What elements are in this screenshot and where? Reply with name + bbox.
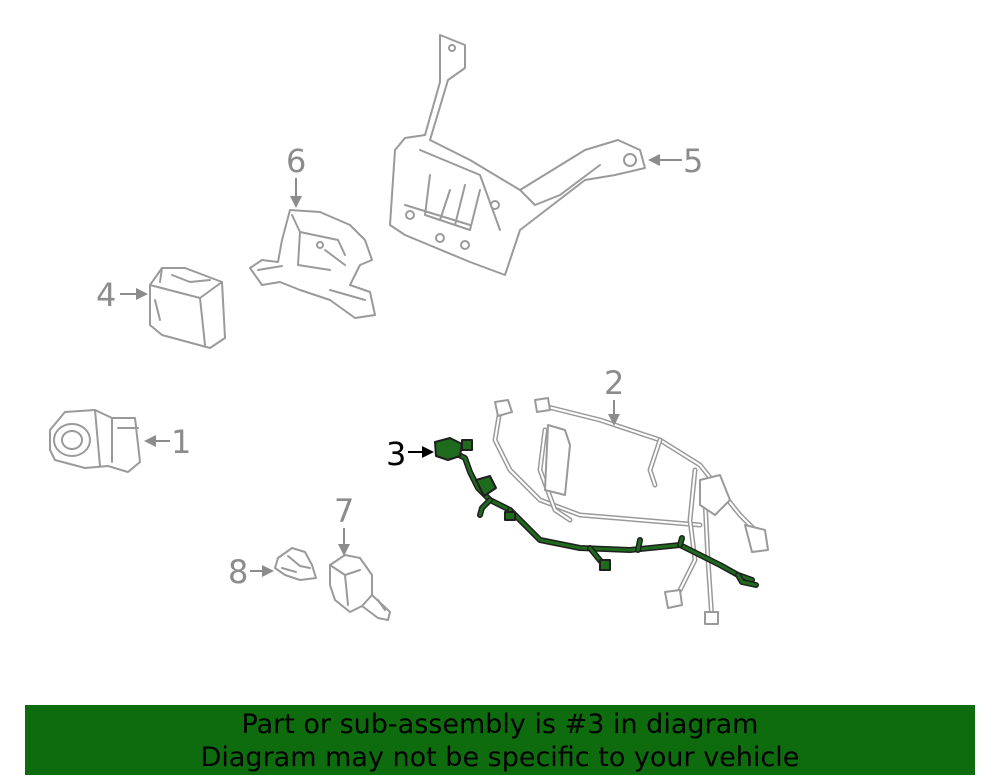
callout-7: 7 — [334, 492, 354, 556]
callout-6-label: 6 — [286, 142, 306, 180]
part-2-main-harness[interactable] — [492, 397, 769, 625]
parts-diagram: 5 6 4 1 — [49, 34, 769, 625]
callout-4: 4 — [96, 276, 148, 314]
callout-3: 3 — [386, 435, 434, 473]
info-banner: Part or sub-assembly is #3 in diagram Di… — [25, 705, 975, 775]
part-6-module[interactable] — [249, 209, 376, 319]
part-5-bracket[interactable] — [389, 34, 646, 276]
callout-8: 8 — [228, 553, 274, 591]
callout-1-label: 1 — [171, 423, 191, 461]
callout-5: 5 — [648, 142, 703, 180]
callout-1: 1 — [144, 423, 191, 461]
callout-4-label: 4 — [96, 276, 116, 314]
part-4-sensor-box[interactable] — [149, 267, 226, 349]
callout-3-label: 3 — [386, 435, 406, 473]
callout-7-label: 7 — [334, 492, 354, 530]
part-8-retainer[interactable] — [274, 547, 317, 581]
part-1-parking-sensor[interactable] — [49, 409, 141, 473]
part-7-connector[interactable] — [329, 554, 391, 621]
callout-5-label: 5 — [683, 142, 703, 180]
banner-line-1: Part or sub-assembly is #3 in diagram — [241, 709, 759, 740]
callout-6: 6 — [286, 142, 306, 208]
banner-line-2: Diagram may not be specific to your vehi… — [200, 742, 800, 773]
part-3-sensor-harness[interactable] — [434, 437, 759, 588]
callout-2-label: 2 — [604, 364, 624, 402]
callout-2: 2 — [604, 364, 624, 426]
callout-8-label: 8 — [228, 553, 248, 591]
